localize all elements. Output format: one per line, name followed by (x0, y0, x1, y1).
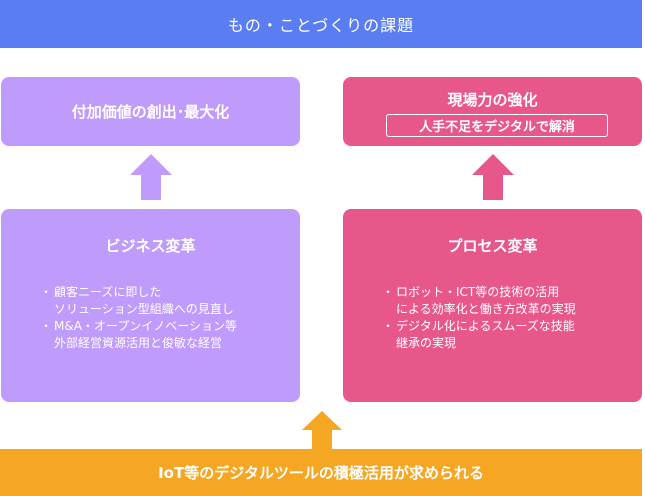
bullet-list: 顧客ニーズに即した ソリューション型組織への見直し M&A・オープンイノベーショ… (40, 284, 237, 352)
page-title: もの・ことづくりの課題 (227, 16, 415, 35)
list-item: 顧客ニーズに即した ソリューション型組織への見直し (40, 284, 237, 318)
panel-title: ビジネス変革 (105, 237, 196, 255)
bullet-list: ロボット・ICT等の技術の活用 による効率化と働き方改革の実現 デジタル化による… (382, 284, 576, 352)
footer-text: IoT等のデジタルツールの積極活用が求められる (158, 464, 484, 482)
goal-label: 現場力の強化 (447, 91, 538, 109)
panel-process-transformation: プロセス変革 ロボット・ICT等の技術の活用 による効率化と働き方改革の実現 デ… (343, 209, 642, 402)
goal-field-strength: 現場力の強化 人手不足をデジタルで解消 (343, 77, 642, 146)
up-arrow-icon (472, 154, 514, 200)
header-banner: もの・ことづくりの課題 (0, 0, 642, 48)
up-arrow-icon (130, 154, 172, 200)
panel-business-transformation: ビジネス変革 顧客ニーズに即した ソリューション型組織への見直し M&A・オープ… (1, 209, 300, 402)
goal-badge: 人手不足をデジタルで解消 (386, 114, 608, 137)
panel-title: プロセス変革 (447, 237, 538, 255)
list-item: M&A・オープンイノベーション等 外部経営資源活用と俊敏な経営 (40, 318, 237, 352)
footer-banner: IoT等のデジタルツールの積極活用が求められる (0, 449, 642, 496)
goal-value-creation: 付加価値の創出･最大化 (1, 77, 300, 146)
list-item: デジタル化によるスムーズな技能 継承の実現 (382, 318, 576, 352)
list-item: ロボット・ICT等の技術の活用 による効率化と働き方改革の実現 (382, 284, 576, 318)
goal-label: 付加価値の創出･最大化 (71, 103, 230, 121)
up-arrow-icon (302, 411, 342, 449)
